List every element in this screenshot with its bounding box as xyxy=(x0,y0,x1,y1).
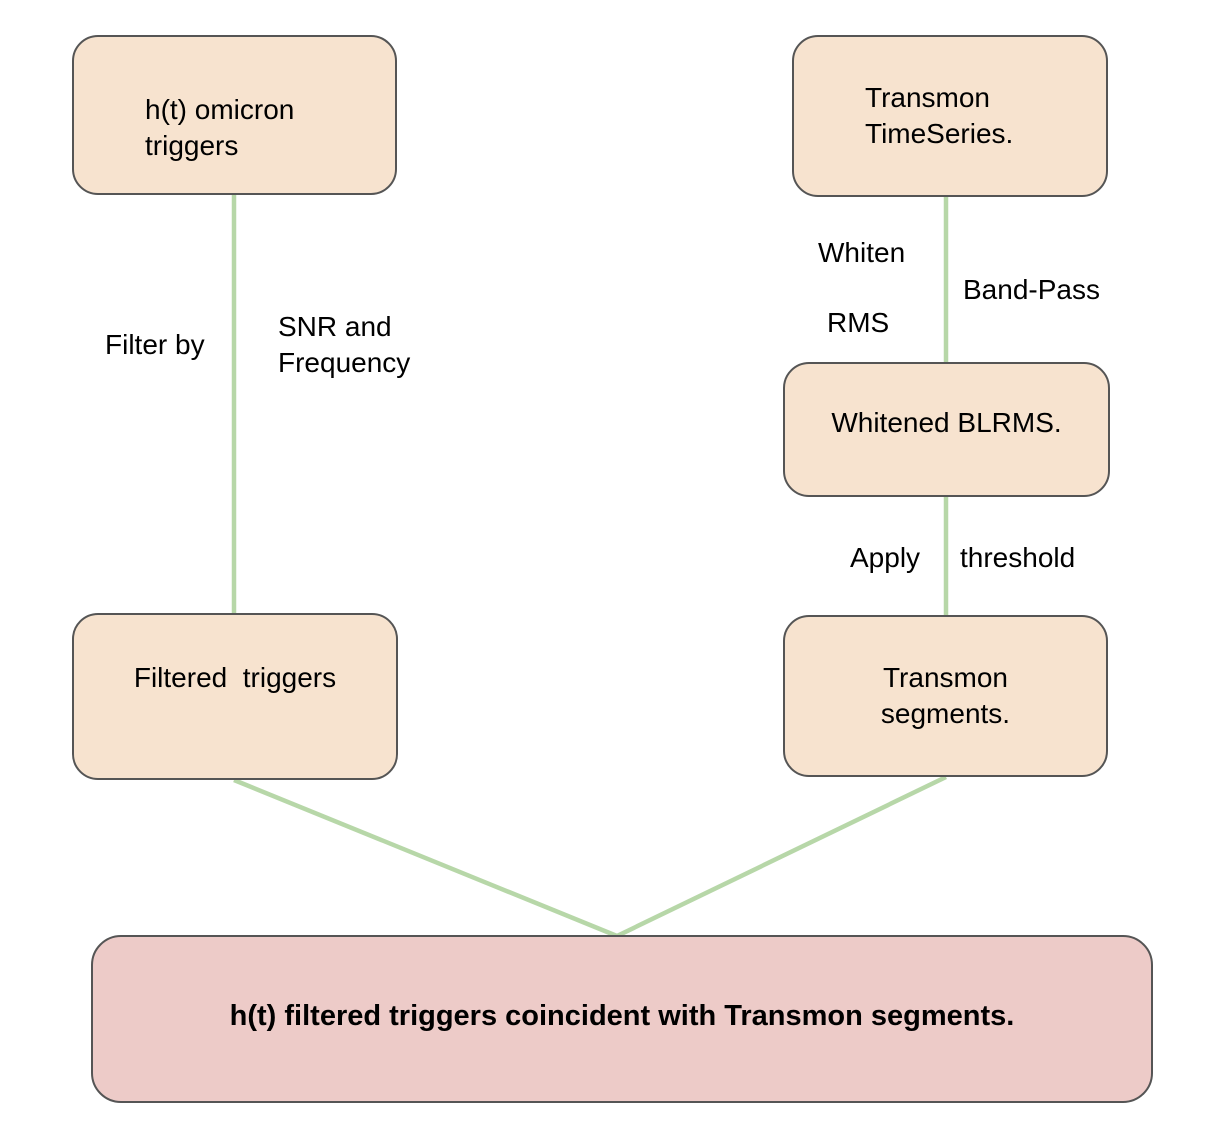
node-transmon-timeseries: Transmon TimeSeries. xyxy=(792,35,1108,197)
edge-label-rms: RMS xyxy=(827,307,890,338)
edge-label-threshold: threshold xyxy=(960,542,1076,573)
node-transmon-segments: Transmon segments. xyxy=(783,615,1108,777)
node-coincident-output: h(t) filtered triggers coincident with T… xyxy=(91,935,1153,1103)
edge-label-band-pass: Band-Pass xyxy=(963,274,1100,305)
edge-filtered-to-output xyxy=(233,777,618,939)
edge-label-snr-and-frequency: SNR and Frequency xyxy=(278,311,411,378)
node-filtered-triggers: Filtered triggers xyxy=(72,613,398,780)
edge-label-filter-by: Filter by xyxy=(105,329,205,360)
edge-segments-to-output xyxy=(616,774,947,939)
node-omicron-triggers: h(t) omicron triggers xyxy=(72,35,397,195)
edge-label-apply: Apply xyxy=(850,542,921,573)
edge-label-whiten: Whiten xyxy=(818,237,906,268)
node-whitened-blrms: Whitened BLRMS. xyxy=(783,362,1110,497)
